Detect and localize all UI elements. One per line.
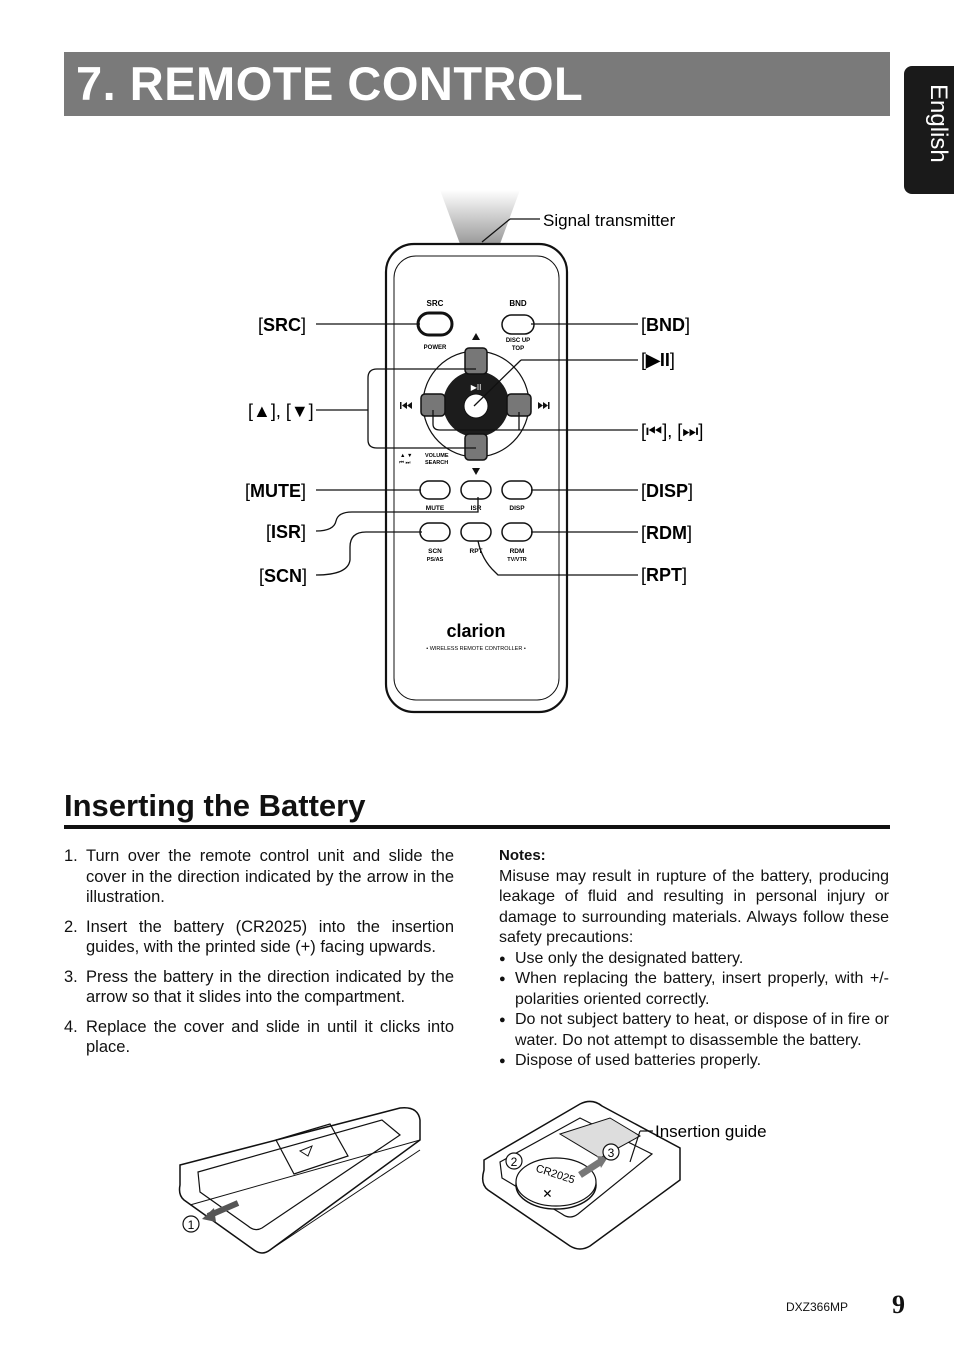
callout-mute: [MUTE] [245,481,306,501]
step-number: 2. [64,917,78,936]
title-bar: 7. REMOTE CONTROL [64,52,890,116]
down-arrow-mark [472,468,480,475]
insertion-guide-label: Insertion guide [655,1122,767,1141]
page-title: 7. REMOTE CONTROL [76,57,584,110]
svg-text:▲ ▼: ▲ ▼ [400,453,412,459]
remote-body [384,242,569,714]
mute-print: MUTE [426,505,445,512]
step-text: Turn over the remote control unit and sl… [86,847,454,906]
step1-label: 1 [188,1218,195,1232]
step-item: 1. Turn over the remote control unit and … [64,846,454,908]
disp-button [501,480,533,500]
isr-print: ISR [471,505,482,512]
step-text: Insert the battery (CR2025) into the ins… [86,917,454,957]
signal-beam [440,190,520,244]
scn-print: SCN [428,548,442,555]
signal-transmitter-label: Signal transmitter [543,211,676,230]
step-item: 4. Replace the cover and slide in until i… [64,1017,454,1058]
section-title: Inserting the Battery [64,788,366,823]
callout-src: [SRC] [258,315,306,335]
disp-print: DISP [509,505,525,512]
power-print: POWER [424,345,447,351]
bnd-button [501,314,535,335]
play-print: ▶II [471,383,482,392]
language-label: English [925,84,952,163]
volume-print: VOLUME [425,453,449,459]
bnd-print: BND [509,299,527,308]
tv-vtr-print: TV/VTR [507,557,527,563]
isr-button [460,480,492,500]
language-tab: English [904,66,954,194]
prev-mark [400,402,412,409]
model-number: DXZ366MP [786,1300,849,1314]
step3-marker [602,1143,620,1161]
callout-skip: [⏮], [⏭] [641,421,703,441]
rpt-button [460,522,492,542]
up-button [464,347,488,375]
mute-button [419,480,451,500]
callout-bnd: [BND] [641,315,690,335]
callout-up-down: [▲], [▼] [248,401,314,421]
notes-bullet: Use only the designated battery. [499,949,889,970]
step-text: Replace the cover and slide in until it … [86,1017,454,1057]
battery-steps: 1. Turn over the remote control unit and … [64,846,454,1067]
rpt-print: RPT [470,548,483,555]
remote-diagram: Signal transmitter SRC POWER BND DISC UP… [245,190,703,714]
down-button [464,433,488,461]
signal-leader-line [481,218,511,243]
notes-bullet: Dispose of used batteries properly. [499,1051,889,1072]
notes-title: Notes: [499,847,546,864]
ps-as-print: PS/AS [427,557,444,563]
step-number: 1. [64,847,78,865]
search-print: SEARCH [425,460,448,466]
rdm-button [501,522,533,542]
svg-text:⏮ ⏭: ⏮ ⏭ [399,460,410,466]
brand-subtitle: • WIRELESS REMOTE CONTROLLER • [426,646,526,652]
play-pause-button [463,393,489,419]
insertion-guide-leader [629,1130,641,1163]
step2-marker [505,1152,523,1170]
step-item: 3. Press the battery in the direction ind… [64,967,454,1008]
next-mark [538,402,550,409]
step-text: Press the battery in the direction indic… [86,967,454,1007]
step-number: 3. [64,967,78,986]
notes-bullet: When replacing the battery, insert prope… [499,969,889,1010]
page-number: 9 [892,1290,905,1319]
notes-block: Notes: Misuse may result in rupture of t… [499,846,889,1072]
rdm-print: RDM [510,548,525,555]
press-arrow-icon [578,1159,602,1178]
step-item: 2. Insert the battery (CR2025) into the i… [64,917,454,958]
notes-bullet: Do not subject battery to heat, or dispo… [499,1010,889,1051]
callout-disp: [DISP] [641,481,693,501]
section-rule [64,825,890,829]
scn-button [419,522,451,542]
src-button [416,311,454,337]
callout-rdm: [RDM] [641,523,692,543]
step2-label: 2 [511,1155,518,1169]
remote-back-figure [178,1107,421,1254]
top-print: TOP [512,346,524,352]
step-number: 4. [64,1017,78,1036]
remote-face [393,255,560,701]
disc-up-print: DISC UP [506,338,530,344]
src-print: SRC [427,299,444,308]
battery-figures: 1 CR2025 + 2 3 Insertion guide [178,1100,767,1254]
callout-isr: [ISR] [266,522,306,542]
callout-scn: [SCN] [259,566,307,586]
notes-body: Misuse may result in rupture of the batt… [499,867,889,947]
brand-logo: clarion [446,621,505,641]
step1-marker [182,1215,200,1233]
callout-play-pause: [▶II] [641,350,675,370]
up-arrow-mark [472,333,480,340]
callout-rpt: [RPT] [641,565,687,585]
step3-label: 3 [608,1146,615,1160]
